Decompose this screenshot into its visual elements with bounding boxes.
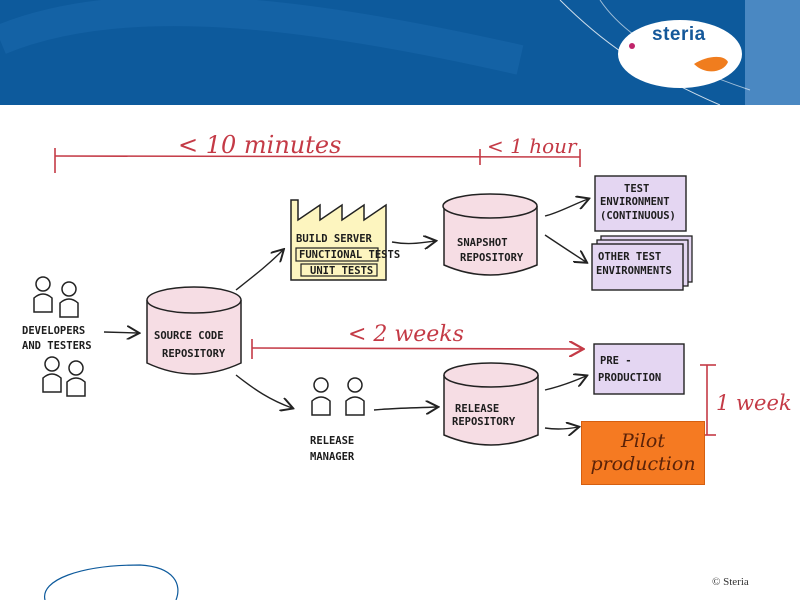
label-under-2-weeks: < 2 weeks [348, 322, 464, 347]
release-manager-label-line1: RELEASE [310, 435, 354, 447]
build-server-label: BUILD SERVER [296, 233, 373, 245]
unit-tests-label: UNIT TESTS [310, 265, 373, 277]
label-under-10-minutes: < 10 minutes [178, 131, 341, 159]
source-repo-label-line1: SOURCE CODE [154, 330, 224, 342]
pre-production-label-line2: PRODUCTION [598, 372, 661, 384]
timeline-middle: < 2 weeks [251, 322, 582, 359]
pilot-label-line2: production [590, 453, 696, 475]
release-manager-group [311, 377, 365, 416]
timeline-top: < 10 minutes < 1 hour [54, 131, 581, 173]
other-envs-label-line2: ENVIRONMENTS [596, 265, 672, 277]
slide-header: steria [0, 0, 800, 105]
other-test-environments-stack [591, 235, 693, 291]
developers-group [33, 276, 86, 397]
header-stripe [745, 0, 800, 105]
release-repo-label-line2: REPOSITORY [452, 416, 516, 428]
source-repo-label-line2: REPOSITORY [162, 348, 226, 360]
copyright-text: © Steria [712, 576, 749, 588]
test-env-label-line1: TEST [624, 183, 649, 195]
steria-logo [618, 20, 742, 88]
snapshot-repo-label-line1: SNAPSHOT [457, 237, 508, 249]
pilot-label-line1: Pilot [620, 430, 665, 452]
release-repo-cylinder [443, 362, 539, 446]
pilot-production-box: Pilot production [581, 421, 705, 485]
test-env-label-line3: (CONTINUOUS) [600, 210, 676, 222]
other-envs-label-line1: OTHER TEST [598, 251, 661, 263]
footer-decoration [44, 564, 179, 600]
test-environment-box [594, 175, 687, 232]
pipeline-diagram: < 10 minutes < 1 hour < 2 weeks 1 week D… [22, 131, 792, 600]
release-repo-label-line1: RELEASE [455, 403, 499, 415]
label-1-week: 1 week [716, 391, 792, 415]
snapshot-repo-cylinder [442, 193, 538, 276]
pre-production-box [593, 343, 685, 395]
developers-label-line2: AND TESTERS [22, 340, 92, 352]
developers-label-line1: DEVELOPERS [22, 325, 85, 337]
logo-text: steria [652, 24, 706, 45]
release-manager-label-line2: MANAGER [310, 451, 355, 463]
test-env-label-line2: ENVIRONMENT [600, 196, 670, 208]
functional-tests-label: FUNCTIONAL TESTS [299, 249, 400, 261]
timeline-right: 1 week [700, 364, 792, 436]
label-under-1-hour: < 1 hour [487, 134, 578, 158]
build-server-factory [290, 199, 387, 281]
snapshot-repo-label-line2: REPOSITORY [460, 252, 524, 264]
pre-production-label-line1: PRE - [600, 355, 632, 367]
flow-arrows [103, 199, 588, 429]
source-repo-cylinder [146, 286, 242, 375]
